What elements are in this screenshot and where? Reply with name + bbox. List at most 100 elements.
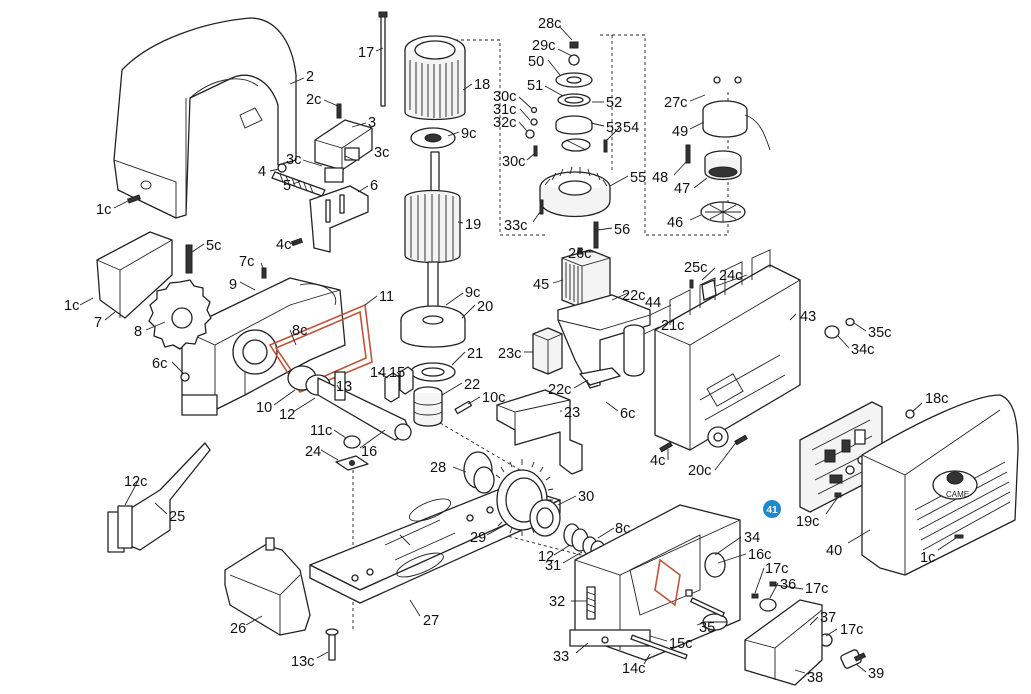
part-32-screw: [586, 586, 596, 620]
callout-label-16c: 16c: [748, 547, 771, 563]
part-13c-bolt: [325, 628, 339, 661]
callout-label-13c: 13c: [291, 654, 314, 670]
callout-label-23: 23: [564, 405, 580, 421]
callout-label-7c: 7c: [239, 254, 254, 270]
callout-label-39: 39: [868, 666, 884, 682]
callout-label-25: 25: [169, 509, 185, 525]
part-30-ring: [529, 499, 561, 537]
part-33-release-housing: [569, 504, 741, 661]
callout-label-33: 33: [553, 649, 569, 665]
callout-label-15c: 15c: [669, 636, 692, 652]
callout-label-9: 9: [229, 277, 237, 293]
callout-label-5: 5: [283, 178, 291, 194]
callout-label-11: 11: [379, 289, 394, 305]
part-23-bracket: [496, 389, 583, 475]
highlight-badge-circle[interactable]: [763, 500, 781, 518]
callout-label-1c: 1c: [96, 202, 111, 218]
callout-label-23c: 23c: [498, 346, 521, 362]
callout-label-32: 32: [549, 594, 565, 610]
part-9c-bearing: [410, 127, 456, 149]
callout-label-22c: 22c: [622, 288, 645, 304]
callout-label-18: 18: [474, 77, 490, 93]
callout-label-30: 30: [578, 489, 594, 505]
callout-label-48: 48: [652, 170, 668, 186]
callout-label-3c: 3c: [286, 152, 301, 168]
callout-label-16: 16: [361, 444, 377, 460]
callout-label-8: 8: [134, 324, 142, 340]
part-8-pinion: [148, 244, 267, 350]
callout-label-6c: 6c: [620, 406, 635, 422]
leader-lines: [79, 26, 957, 674]
callout-label-29c: 29c: [532, 38, 555, 54]
callout-label-9c: 9c: [465, 285, 480, 301]
callout-label-56: 56: [614, 222, 630, 238]
part-25-fork-bracket: [107, 442, 211, 553]
callout-label-20c: 20c: [688, 463, 711, 479]
callout-label-37: 37: [820, 610, 836, 626]
highlight-badge-41[interactable]: 41: [763, 500, 781, 518]
callout-label-12c: 12c: [124, 474, 147, 490]
callout-label-30c: 30c: [502, 154, 525, 170]
part-21-washer: [410, 362, 456, 382]
callout-label-27c: 27c: [664, 95, 687, 111]
part-22-pulley: [413, 386, 443, 427]
callout-label-26: 26: [230, 621, 246, 637]
part-20-fan: [400, 305, 466, 348]
part-38-release-cover: [744, 599, 823, 686]
callout-label-35: 35: [699, 620, 715, 636]
callout-label-18c: 18c: [925, 391, 948, 407]
part-45-transformer: [561, 221, 611, 309]
callout-label-8c: 8c: [292, 323, 307, 339]
callout-label-28c: 28c: [538, 16, 561, 32]
part-17-long-screw: [378, 11, 388, 107]
callout-label-29: 29: [470, 530, 486, 546]
callout-label-17c: 17c: [805, 581, 828, 597]
callout-label-5c: 5c: [206, 238, 221, 254]
callout-label-52: 52: [606, 95, 622, 111]
callout-label-2c: 2c: [306, 92, 321, 108]
callout-label-4: 4: [258, 164, 266, 180]
callout-label-51: 51: [527, 78, 543, 94]
callout-label-17c: 17c: [765, 561, 788, 577]
callout-label-14c: 14c: [622, 661, 645, 677]
callout-label-27: 27: [423, 613, 439, 629]
callout-label-7: 7: [94, 315, 102, 331]
part-28-disc: [463, 451, 495, 494]
part-39-key-icon: [840, 649, 867, 669]
spring-icon: [271, 171, 326, 197]
callout-label-19: 19: [465, 217, 481, 233]
callout-label-38: 38: [807, 670, 823, 686]
part-9-gearbox-housing: [180, 277, 346, 416]
callout-label-36: 36: [780, 577, 796, 593]
brake-stack: [525, 41, 611, 218]
callout-label-26c: 26c: [568, 246, 591, 262]
callout-label-53: 53: [606, 120, 622, 136]
part-35-knob: [690, 597, 728, 631]
callout-label-30c: 30c: [493, 89, 516, 105]
callout-label-4c: 4c: [650, 453, 665, 469]
callout-label-10c: 10c: [482, 390, 505, 406]
callout-label-32c: 32c: [493, 115, 516, 131]
highlight-badge-label[interactable]: 41: [766, 505, 778, 516]
callout-label-28: 28: [430, 460, 446, 476]
callout-label-15: 15: [389, 365, 405, 381]
callout-label-34c: 34c: [851, 342, 874, 358]
callout-label-49: 49: [672, 124, 688, 140]
part-19-rotor: [404, 151, 461, 313]
callout-label-31: 31: [545, 558, 561, 574]
callout-label-6: 6: [370, 178, 378, 194]
callout-label-1c: 1c: [920, 550, 935, 566]
callout-label-54: 54: [623, 120, 639, 136]
callout-label-24: 24: [305, 444, 321, 460]
callout-label-24c: 24c: [719, 268, 742, 284]
nut-plate-24: [335, 435, 369, 471]
part-10c-pin: [454, 400, 473, 415]
part-40-front-cover: CAME: [861, 394, 1019, 576]
callout-label-11c: 11c: [310, 423, 332, 439]
part-43-control-box: [654, 249, 801, 453]
part-7-cover: [96, 231, 173, 319]
callout-label-2: 2: [306, 69, 314, 85]
